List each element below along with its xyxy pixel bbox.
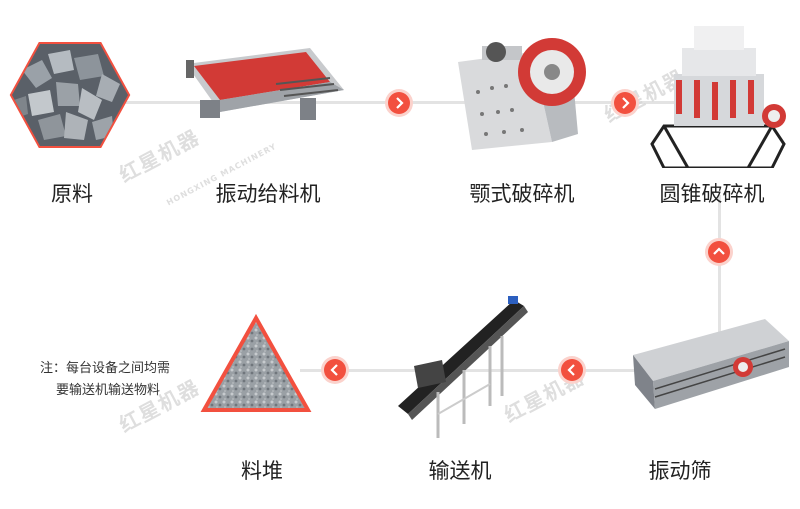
label-cone-crusher: 圆锥破碎机 xyxy=(659,182,765,206)
chevron-left-icon xyxy=(330,364,338,376)
chevron-left-icon xyxy=(567,364,575,376)
label-belt-conveyor: 输送机 xyxy=(428,459,492,483)
jaw-crusher-image xyxy=(458,38,586,150)
belt-conveyor-image xyxy=(398,296,528,438)
note-text: 注：每台设备之间均需 要输送机输送物料 xyxy=(40,358,170,402)
raw-material-image xyxy=(9,42,131,148)
note-line-1: 注：每台设备之间均需 xyxy=(40,361,171,376)
cone-crusher-image xyxy=(650,26,786,168)
connector-right-vertical xyxy=(718,195,721,345)
note-line-2: 要输送机输送物料 xyxy=(56,383,161,398)
label-material-pile: 料堆 xyxy=(241,459,283,483)
chevron-up-icon xyxy=(713,247,725,255)
flow-arrow-left-1 xyxy=(561,359,583,381)
flow-arrow-up xyxy=(708,241,730,263)
flow-arrow-left-2 xyxy=(324,359,346,381)
material-pile-image xyxy=(200,313,312,412)
vibrating-feeder-image xyxy=(186,48,344,120)
flow-arrow-right-1 xyxy=(388,92,410,114)
chevron-right-icon xyxy=(622,97,630,109)
label-vibrating-screen: 振动筛 xyxy=(648,459,712,483)
label-jaw-crusher: 颚式破碎机 xyxy=(469,182,575,206)
label-vibrating-feeder: 振动给料机 xyxy=(215,182,321,206)
flow-arrow-right-2 xyxy=(614,92,636,114)
connector-bottom xyxy=(300,369,660,372)
label-raw-material: 原料 xyxy=(51,182,93,206)
vibrating-screen-image xyxy=(633,319,789,409)
chevron-right-icon xyxy=(396,97,404,109)
